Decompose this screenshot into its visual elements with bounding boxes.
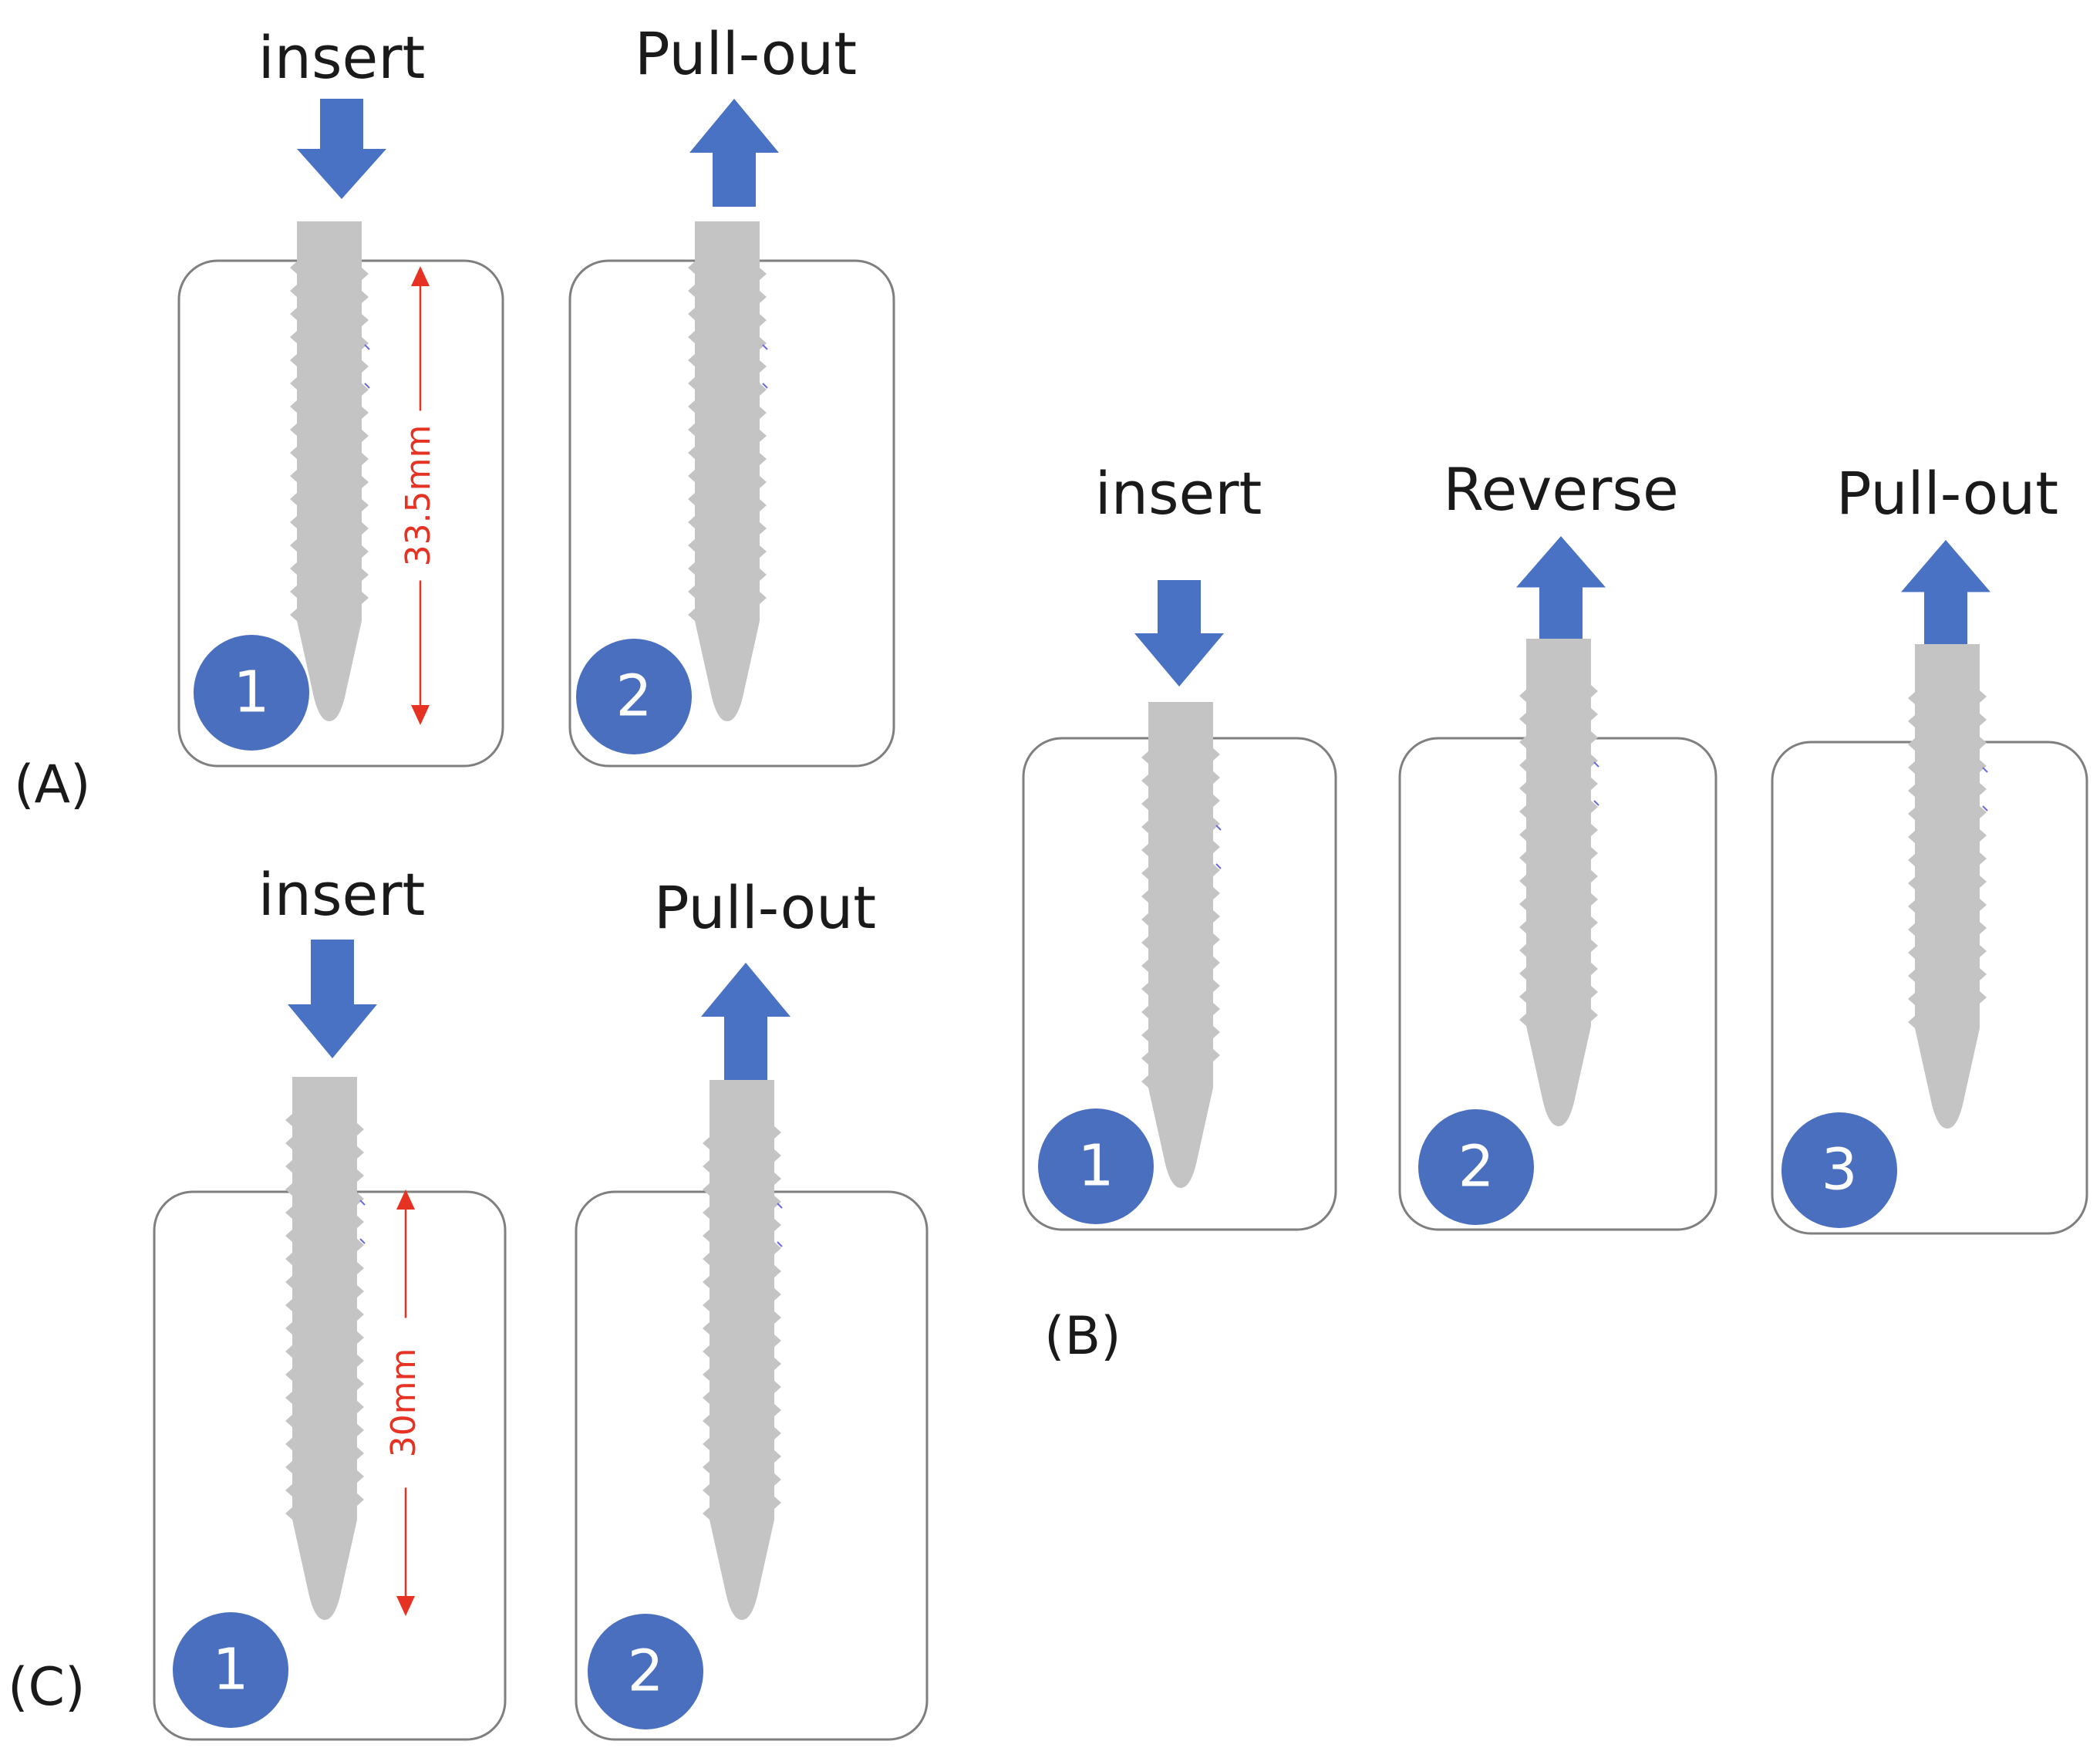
step-number: 2: [627, 1638, 663, 1705]
step-number-badge: 1: [1038, 1108, 1154, 1224]
step-number-badge: 1: [173, 1612, 288, 1728]
step-number-badge: 1: [194, 635, 309, 751]
screw-icon: [1519, 639, 1599, 1126]
step-1: insert 1: [153, 860, 507, 1741]
arrow-up-icon: [701, 963, 790, 1080]
step-number: 1: [1077, 1133, 1114, 1200]
dimension-line: 30mm: [384, 1189, 423, 1616]
step-2: Pull-out 2: [568, 19, 895, 768]
step-3: Pull-out 3: [1771, 459, 2088, 1235]
step-1: insert 1: [177, 23, 504, 768]
step-1: insert 1: [1022, 459, 1337, 1231]
step-number: 1: [233, 660, 269, 726]
screw-icon: [1908, 644, 1988, 1129]
step-2: Reverse 2: [1398, 455, 1717, 1231]
screw-icon: [688, 221, 768, 721]
panel-label: (C): [8, 1657, 86, 1718]
panel-label: (B): [1044, 1306, 1121, 1367]
step-number-badge: 2: [1418, 1109, 1534, 1225]
step-title: Reverse: [1443, 455, 1678, 524]
step-title: insert: [258, 860, 426, 929]
arrow-up-icon: [689, 99, 779, 207]
screw-icon: [1141, 702, 1222, 1188]
step-number-badge: 2: [576, 639, 692, 754]
step-title: insert: [258, 23, 426, 92]
step-2: Pull-out 2: [575, 873, 929, 1741]
screw-icon: [290, 221, 370, 721]
panel-a: insert 1 Pull-out 2 (A): [14, 19, 895, 815]
step-title: Pull-out: [1836, 459, 2058, 528]
screw-icon: [285, 1077, 366, 1620]
arrow-up-icon: [1516, 536, 1606, 639]
step-number: 2: [615, 663, 652, 730]
step-title: Pull-out: [654, 873, 876, 942]
step-number: 2: [1458, 1134, 1494, 1200]
arrow-up-icon: [1901, 540, 1990, 644]
arrow-down-icon: [297, 99, 386, 199]
step-title: Pull-out: [635, 19, 857, 88]
panel-b: insert 1 Reverse 2 Pull-out 3 (B): [1022, 455, 2088, 1367]
arrow-down-icon: [1134, 580, 1224, 687]
step-number: 3: [1821, 1137, 1857, 1203]
dimension-line: 33.5mm: [399, 266, 438, 725]
screw-icon: [703, 1080, 783, 1620]
step-number: 1: [212, 1637, 248, 1703]
panel-label: (A): [14, 754, 91, 815]
arrow-down-icon: [288, 940, 377, 1058]
step-title: insert: [1095, 459, 1262, 528]
step-number-badge: 2: [588, 1614, 703, 1729]
dimension-label: 33.5mm: [399, 425, 438, 567]
step-number-badge: 3: [1781, 1112, 1897, 1228]
panel-c: insert 1 Pull-out 2 (C): [8, 860, 929, 1741]
dimension-label: 30mm: [384, 1348, 423, 1458]
